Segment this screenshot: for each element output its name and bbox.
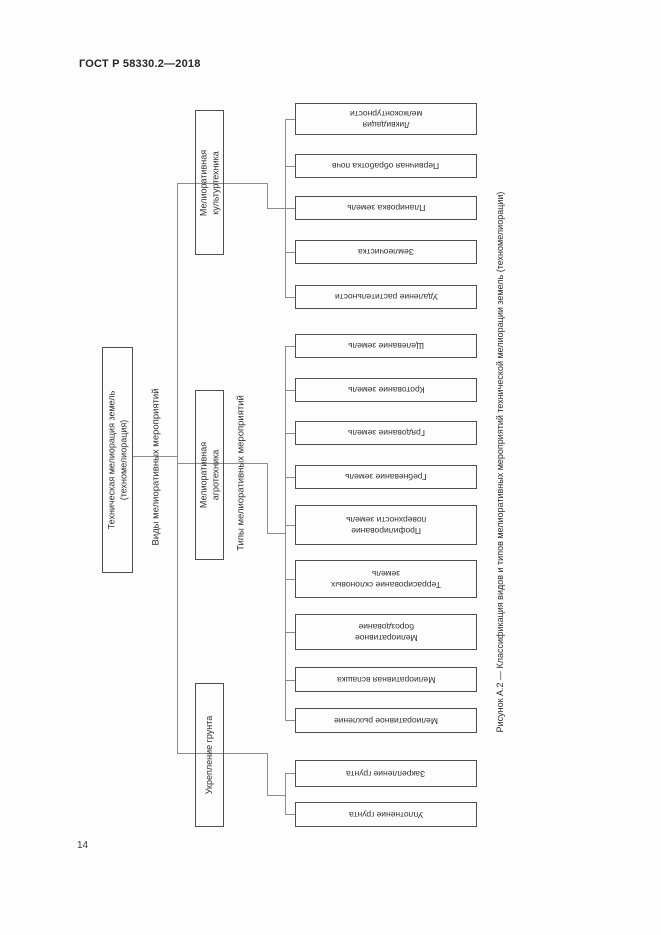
leaf-label: Мелиоративная вспашка bbox=[336, 675, 436, 686]
leaf-box: Мелиоративное рыхление bbox=[295, 708, 477, 733]
leaf-label: Первичная обработка почв bbox=[332, 161, 440, 172]
branch-label: Мелиоративная агротехника bbox=[197, 441, 220, 509]
leaf-label: Щелевание земель bbox=[348, 341, 424, 352]
connector-line bbox=[267, 208, 295, 209]
connector-line bbox=[285, 773, 286, 815]
root-node-box: Техническая мелиорация земель (техномели… bbox=[102, 347, 133, 573]
leaf-label: Кротование земель bbox=[347, 385, 425, 396]
connector-line bbox=[267, 795, 285, 796]
connector-line bbox=[267, 753, 268, 796]
connector-line bbox=[285, 297, 295, 298]
connector-line bbox=[285, 433, 295, 434]
connector-line bbox=[285, 773, 295, 774]
leaf-box: Планировка земель bbox=[295, 196, 477, 220]
axis-label-types-text: Типы мелиоративных мероприятий bbox=[235, 395, 247, 551]
branch-box-kulturtehnika: Мелиоративная культуртехника bbox=[195, 110, 224, 255]
branch-label: Мелиоративная культуртехника bbox=[197, 149, 220, 216]
connector-line bbox=[177, 753, 267, 754]
leaf-box: Гребневание земель bbox=[295, 465, 477, 489]
connector-line bbox=[133, 456, 177, 457]
leaf-box: Уплотнение грунта bbox=[295, 802, 477, 827]
connector-line bbox=[177, 463, 267, 464]
page-number: 14 bbox=[77, 840, 89, 851]
connector-line bbox=[285, 579, 295, 580]
connector-line bbox=[285, 252, 295, 253]
axis-label-kinds: Виды мелиоративных мероприятий bbox=[144, 362, 168, 572]
leaf-box: Мелиоративное бороздование bbox=[295, 614, 477, 650]
leaf-box: Щелевание земель bbox=[295, 334, 477, 358]
branch-box-agrotehnika: Мелиоративная агротехника bbox=[195, 390, 224, 560]
leaf-label: Грядование земель bbox=[347, 428, 425, 439]
connector-line bbox=[285, 346, 286, 721]
leaf-box: Удаление растительности bbox=[295, 285, 477, 309]
connector-line bbox=[177, 183, 267, 184]
leaf-label: Уплотнение грунта bbox=[348, 810, 424, 821]
connector-line bbox=[285, 632, 295, 633]
figure-caption-text: Рисунок А.2 — Классификация видов и типо… bbox=[495, 191, 505, 733]
leaf-label: Закрепление грунта bbox=[346, 769, 426, 780]
axis-label-types: Типы мелиоративных мероприятий bbox=[229, 368, 253, 578]
connector-line bbox=[285, 814, 295, 815]
leaf-label: Ликвидация мелкоконтурности bbox=[349, 109, 423, 131]
connector-line bbox=[285, 720, 295, 721]
connector-line bbox=[267, 183, 268, 209]
root-node-label: Техническая мелиорация земель (техномели… bbox=[105, 390, 128, 530]
leaf-box: Террасирование склоновых земель bbox=[295, 560, 477, 598]
connector-line bbox=[267, 533, 285, 534]
branch-box-ukreplenie-grunta: Укрепление грунта bbox=[195, 683, 224, 827]
branch-label: Укрепление грунта bbox=[203, 715, 214, 795]
leaf-label: Гребневание земель bbox=[345, 472, 427, 483]
leaf-box: Грядование земель bbox=[295, 421, 477, 445]
connector-line bbox=[285, 680, 295, 681]
connector-line bbox=[285, 119, 286, 298]
leaf-box: Первичная обработка почв bbox=[295, 154, 477, 178]
connector-line bbox=[267, 463, 268, 534]
leaf-label: Планировка земель bbox=[346, 203, 426, 214]
leaf-box: Кротование земель bbox=[295, 378, 477, 402]
leaf-box: Закрепление грунта bbox=[295, 760, 477, 787]
connector-line bbox=[285, 346, 295, 347]
leaf-label: Мелиоративное рыхление bbox=[334, 716, 438, 727]
leaf-box: Профилирование поверхности земель bbox=[295, 505, 477, 545]
connector-line bbox=[285, 119, 295, 120]
leaf-label: Удаление растительности bbox=[334, 292, 438, 303]
connector-line bbox=[285, 166, 295, 167]
leaf-label: Профилирование поверхности земель bbox=[345, 515, 427, 537]
leaf-label: Мелиоративное бороздование bbox=[354, 622, 418, 644]
figure-caption: Рисунок А.2 — Классификация видов и типо… bbox=[489, 147, 511, 777]
leaf-box: Мелиоративная вспашка bbox=[295, 667, 477, 692]
leaf-box: Ликвидация мелкоконтурности bbox=[295, 103, 477, 135]
leaf-label: Террасирование склоновых земель bbox=[331, 569, 441, 591]
document-header: ГОСТ Р 58330.2—2018 bbox=[79, 58, 201, 70]
connector-line bbox=[177, 183, 178, 754]
axis-label-kinds-text: Виды мелиоративных мероприятий bbox=[150, 388, 162, 546]
leaf-label: Землеочистка bbox=[358, 247, 414, 258]
connector-line bbox=[285, 477, 295, 478]
connector-line bbox=[285, 390, 295, 391]
connector-line bbox=[285, 525, 295, 526]
leaf-box: Землеочистка bbox=[295, 240, 477, 264]
